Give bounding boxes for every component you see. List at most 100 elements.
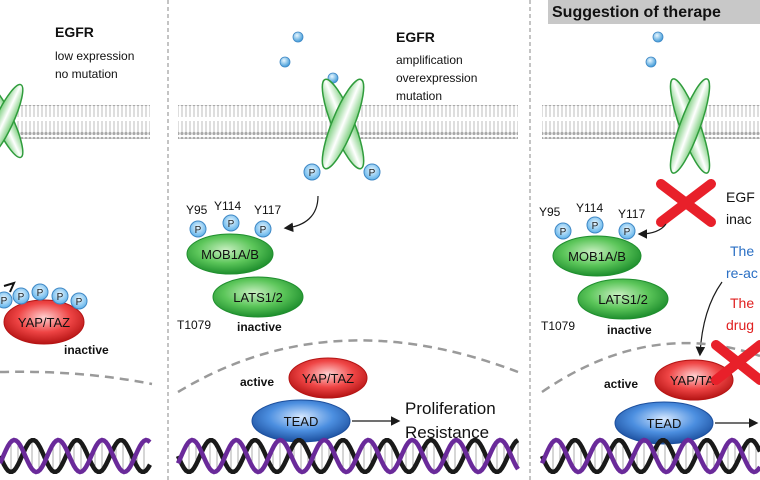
phospho-label: P: [309, 168, 316, 179]
phospho-label: P: [37, 288, 44, 299]
lats-node: [212, 276, 304, 318]
dna-strand: [175, 437, 520, 475]
yap-taz-node: [3, 299, 85, 345]
panel-1: EGFR low expression no mutation YAP/TAZ …: [0, 24, 153, 475]
egf-ligand: [645, 56, 657, 68]
egfr-status-line-2: no mutation: [55, 67, 118, 81]
nuclear-envelope: [0, 370, 153, 386]
phospho-label: P: [260, 225, 267, 236]
yap-state-label: active: [604, 377, 638, 391]
phosphorylation-arrow: [283, 195, 319, 233]
phospho-label: P: [76, 297, 83, 308]
dna-strand: [0, 437, 152, 475]
nuclear-envelope: [177, 339, 519, 394]
dna-strand: [539, 437, 760, 475]
blue-note-line-1: The: [730, 243, 754, 259]
outcome-proliferation: Proliferation: [405, 399, 496, 418]
yap-inhibitor-cross-icon: [711, 340, 760, 385]
phospho-label: P: [57, 292, 64, 303]
dna-helix: [539, 437, 760, 475]
egfr-receptor: [0, 83, 24, 159]
blue-note-line-2: re-ac: [726, 265, 758, 281]
phospho-site: [586, 216, 604, 234]
phospho-label: P: [1, 296, 8, 307]
site-y95: Y95: [539, 205, 561, 219]
yap-taz-label: YAP/TAZ: [18, 315, 70, 330]
yap-taz-node: [654, 359, 734, 401]
panel-3: Suggestion of therape EGF inac Y95 Y114 …: [539, 0, 760, 475]
egfr-fragment-line-2: inac: [726, 211, 752, 227]
yap-phospho-group: P P P P P: [0, 283, 88, 310]
egfr-fragment-line-1: EGF: [726, 189, 755, 205]
site-y117: Y117: [254, 203, 281, 217]
mob1-label: MOB1A/B: [201, 247, 259, 262]
egfr-status-line-3: mutation: [396, 89, 442, 103]
panel-title: Suggestion of therape: [552, 4, 721, 21]
phospho-site: [0, 291, 13, 309]
yap-state-label: active: [240, 375, 274, 389]
site-y117: Y117: [618, 207, 645, 221]
dna-strand: [0, 437, 152, 475]
yap-taz-label: YAP/TAZ: [302, 371, 354, 386]
egfr-title: EGFR: [55, 24, 94, 40]
lats-node: [577, 278, 669, 320]
mob1-label: MOB1A/B: [568, 249, 626, 264]
mob1-node: [552, 235, 642, 277]
egfr-inhibitor-cross-icon: [656, 179, 716, 227]
cell-membrane: [0, 105, 150, 139]
tead-node: [614, 401, 714, 445]
site-y114: Y114: [576, 201, 603, 215]
phospho-label: P: [369, 168, 376, 179]
egfr-status-line-2: overexpression: [396, 71, 477, 85]
phospho-site: [12, 287, 30, 305]
inhibition-arrow-fragment: [3, 281, 16, 293]
phospho-site: [51, 287, 69, 305]
nuclear-envelope: [541, 341, 760, 394]
egf-ligand: [279, 56, 291, 68]
site-y114: Y114: [214, 199, 241, 213]
phospho-site: [254, 220, 272, 238]
lats-state-label: inactive: [607, 323, 652, 337]
lats-label: LATS1/2: [598, 292, 648, 307]
phospho-label: P: [228, 219, 235, 230]
lats-label: LATS1/2: [233, 290, 283, 305]
phospho-site: [363, 163, 381, 181]
phospho-site: [554, 222, 572, 240]
lats-site-label: T1079: [541, 319, 575, 333]
phosphorylation-arrow: [637, 223, 667, 239]
cell-membrane: [542, 105, 760, 139]
phospho-site: [222, 214, 240, 232]
red-note-line-1: The: [730, 295, 754, 311]
mob1-node: [186, 233, 274, 275]
egfr-status-line-1: amplification: [396, 53, 463, 67]
phospho-label: P: [624, 227, 631, 238]
dna-helix: [175, 437, 520, 475]
tead-label: TEAD: [647, 416, 682, 431]
phospho-site: [31, 283, 49, 301]
dna-helix: [0, 437, 152, 475]
egfr-receptor-dimer: [669, 78, 711, 174]
phospho-label: P: [195, 225, 202, 236]
egfr-receptor-dimer: [321, 78, 365, 170]
phospho-site: [303, 163, 321, 181]
lats-site-label: T1079: [177, 318, 211, 332]
dna-strand: [539, 437, 760, 475]
lats-state-label: inactive: [237, 320, 282, 334]
tead-label: TEAD: [284, 414, 319, 429]
red-note-line-2: drug: [726, 317, 754, 333]
egfr-title: EGFR: [396, 29, 435, 45]
outcome-resistance: Resistance: [405, 423, 489, 442]
egf-ligand: [652, 31, 664, 43]
panel-2: P P EGFR amplification overexpression mu…: [175, 29, 520, 475]
dna-strand: [175, 437, 520, 475]
phospho-label: P: [592, 221, 599, 232]
phospho-site: [618, 222, 636, 240]
egfr-status-line-1: low expression: [55, 49, 134, 63]
phospho-site: [189, 220, 207, 238]
yap-taz-label: YAP/TA: [670, 373, 715, 388]
panel-title-background: [548, 0, 760, 24]
yap-state-label: inactive: [64, 343, 109, 357]
phospho-site: [70, 292, 88, 310]
phospho-label: P: [560, 227, 567, 238]
